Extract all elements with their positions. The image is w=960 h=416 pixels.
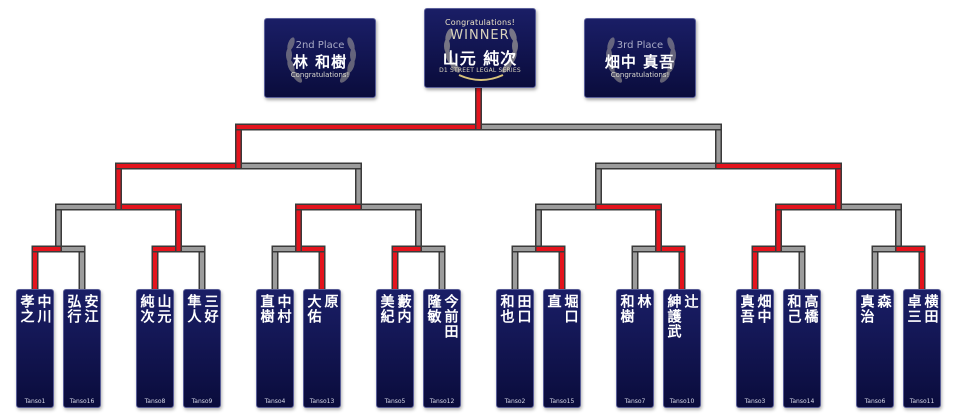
third-place-card: 3rd Place 畑中 真吾 Congratulations! [584, 18, 696, 98]
winner-name: 山元 純次 [442, 49, 518, 68]
player-name: 藪内 美紀 [377, 294, 413, 324]
second-place-congrats: Congratulations! [290, 71, 350, 79]
player-given-name: 孝之 [18, 294, 35, 324]
player-id: Tanso1 [24, 398, 46, 405]
player-surname: 今前田 [442, 294, 459, 339]
player-surname: 三好 [202, 294, 219, 324]
player-name: 山元 純次 [137, 294, 173, 324]
player-surname: 安江 [82, 294, 99, 324]
player-id: Tanso12 [429, 398, 455, 405]
player-id: Tanso13 [309, 398, 335, 405]
winner-congrats: Congratulations! [444, 18, 516, 27]
player-id: Tanso6 [864, 398, 886, 405]
player-name: 今前田 隆敏 [424, 294, 460, 339]
player-name: 林 和樹 [617, 294, 653, 324]
winner-label: WINNER [450, 28, 510, 43]
player-id: Tanso14 [789, 398, 815, 405]
player-surname: 山元 [155, 294, 172, 324]
player-card-11[interactable]: 林 和樹 Tanso7 [616, 289, 654, 408]
player-given-name: 隆敏 [425, 294, 442, 324]
player-surname: 中川 [35, 294, 52, 324]
player-surname: 横田 [922, 294, 939, 324]
second-place-label: 2nd Place [295, 40, 345, 51]
player-card-9[interactable]: 田口 和也 Tanso2 [496, 289, 534, 408]
player-id: Tanso9 [191, 398, 213, 405]
player-name: 三好 隼人 [184, 294, 220, 324]
player-given-name: 和己 [785, 294, 802, 324]
player-given-name: 卓三 [905, 294, 922, 324]
player-card-6[interactable]: 原 大佑 Tanso13 [303, 289, 341, 408]
player-card-5[interactable]: 中村 直樹 Tanso4 [256, 289, 294, 408]
player-id: Tanso8 [144, 398, 166, 405]
player-surname: 林 [635, 294, 652, 309]
player-name: 森 真治 [857, 294, 893, 324]
player-given-name: 美紀 [378, 294, 395, 324]
second-place-name: 林 和樹 [292, 53, 348, 71]
player-id: Tanso7 [624, 398, 646, 405]
player-surname: 田口 [515, 294, 532, 324]
player-card-15[interactable]: 森 真治 Tanso6 [856, 289, 894, 408]
player-given-name: 真治 [858, 294, 875, 324]
player-name: 原 大佑 [304, 294, 340, 324]
player-id: Tanso3 [744, 398, 766, 405]
player-surname: 原 [322, 294, 339, 309]
player-given-name: 和樹 [618, 294, 635, 324]
player-card-2[interactable]: 安江 弘行 Tanso16 [63, 289, 101, 408]
player-id: Tanso4 [264, 398, 286, 405]
third-place-name: 畑中 真吾 [604, 53, 676, 71]
player-id: Tanso5 [384, 398, 406, 405]
player-id: Tanso11 [909, 398, 935, 405]
player-id: Tanso16 [69, 398, 95, 405]
winner-series: D1 STREET LEGAL SERIES [439, 67, 521, 74]
second-place-card: 2nd Place 林 和樹 Congratulations! [264, 18, 376, 98]
player-card-8[interactable]: 今前田 隆敏 Tanso12 [423, 289, 461, 408]
player-given-name: 和也 [498, 294, 515, 324]
player-given-name: 弘行 [65, 294, 82, 324]
winner-card: Congratulations! WINNER 山元 純次 D1 STREET … [424, 8, 536, 88]
player-surname: 藪内 [395, 294, 412, 324]
player-name: 安江 弘行 [64, 294, 100, 324]
player-id: Tanso2 [504, 398, 526, 405]
player-surname: 中村 [275, 294, 292, 324]
player-card-3[interactable]: 山元 純次 Tanso8 [136, 289, 174, 408]
player-name: 堀口 直 [544, 294, 580, 324]
player-name: 田口 和也 [497, 294, 533, 324]
player-surname: 堀口 [562, 294, 579, 324]
player-given-name: 直 [545, 294, 562, 309]
player-name: 高橋 和己 [784, 294, 820, 324]
player-id: Tanso10 [669, 398, 695, 405]
third-place-congrats: Congratulations! [610, 71, 670, 79]
player-surname: 畑中 [755, 294, 772, 324]
player-card-13[interactable]: 畑中 真吾 Tanso3 [736, 289, 774, 408]
player-card-7[interactable]: 藪内 美紀 Tanso5 [376, 289, 414, 408]
player-card-1[interactable]: 中川 孝之 Tanso1 [16, 289, 54, 408]
player-name: 辻 紳護武 [664, 294, 700, 339]
player-surname: 森 [875, 294, 892, 309]
player-given-name: 直樹 [258, 294, 275, 324]
player-card-10[interactable]: 堀口 直 Tanso15 [543, 289, 581, 408]
third-place-label: 3rd Place [616, 40, 664, 51]
player-surname: 辻 [682, 294, 699, 309]
player-name: 中村 直樹 [257, 294, 293, 324]
player-surname: 高橋 [802, 294, 819, 324]
player-card-16[interactable]: 横田 卓三 Tanso11 [903, 289, 941, 408]
player-given-name: 紳護武 [665, 294, 682, 339]
player-card-4[interactable]: 三好 隼人 Tanso9 [183, 289, 221, 408]
player-name: 横田 卓三 [904, 294, 940, 324]
player-name: 畑中 真吾 [737, 294, 773, 324]
player-given-name: 大佑 [305, 294, 322, 324]
player-name: 中川 孝之 [17, 294, 53, 324]
player-card-14[interactable]: 高橋 和己 Tanso14 [783, 289, 821, 408]
player-given-name: 純次 [138, 294, 155, 324]
player-card-12[interactable]: 辻 紳護武 Tanso10 [663, 289, 701, 408]
player-id: Tanso15 [549, 398, 575, 405]
player-given-name: 隼人 [185, 294, 202, 324]
player-given-name: 真吾 [738, 294, 755, 324]
